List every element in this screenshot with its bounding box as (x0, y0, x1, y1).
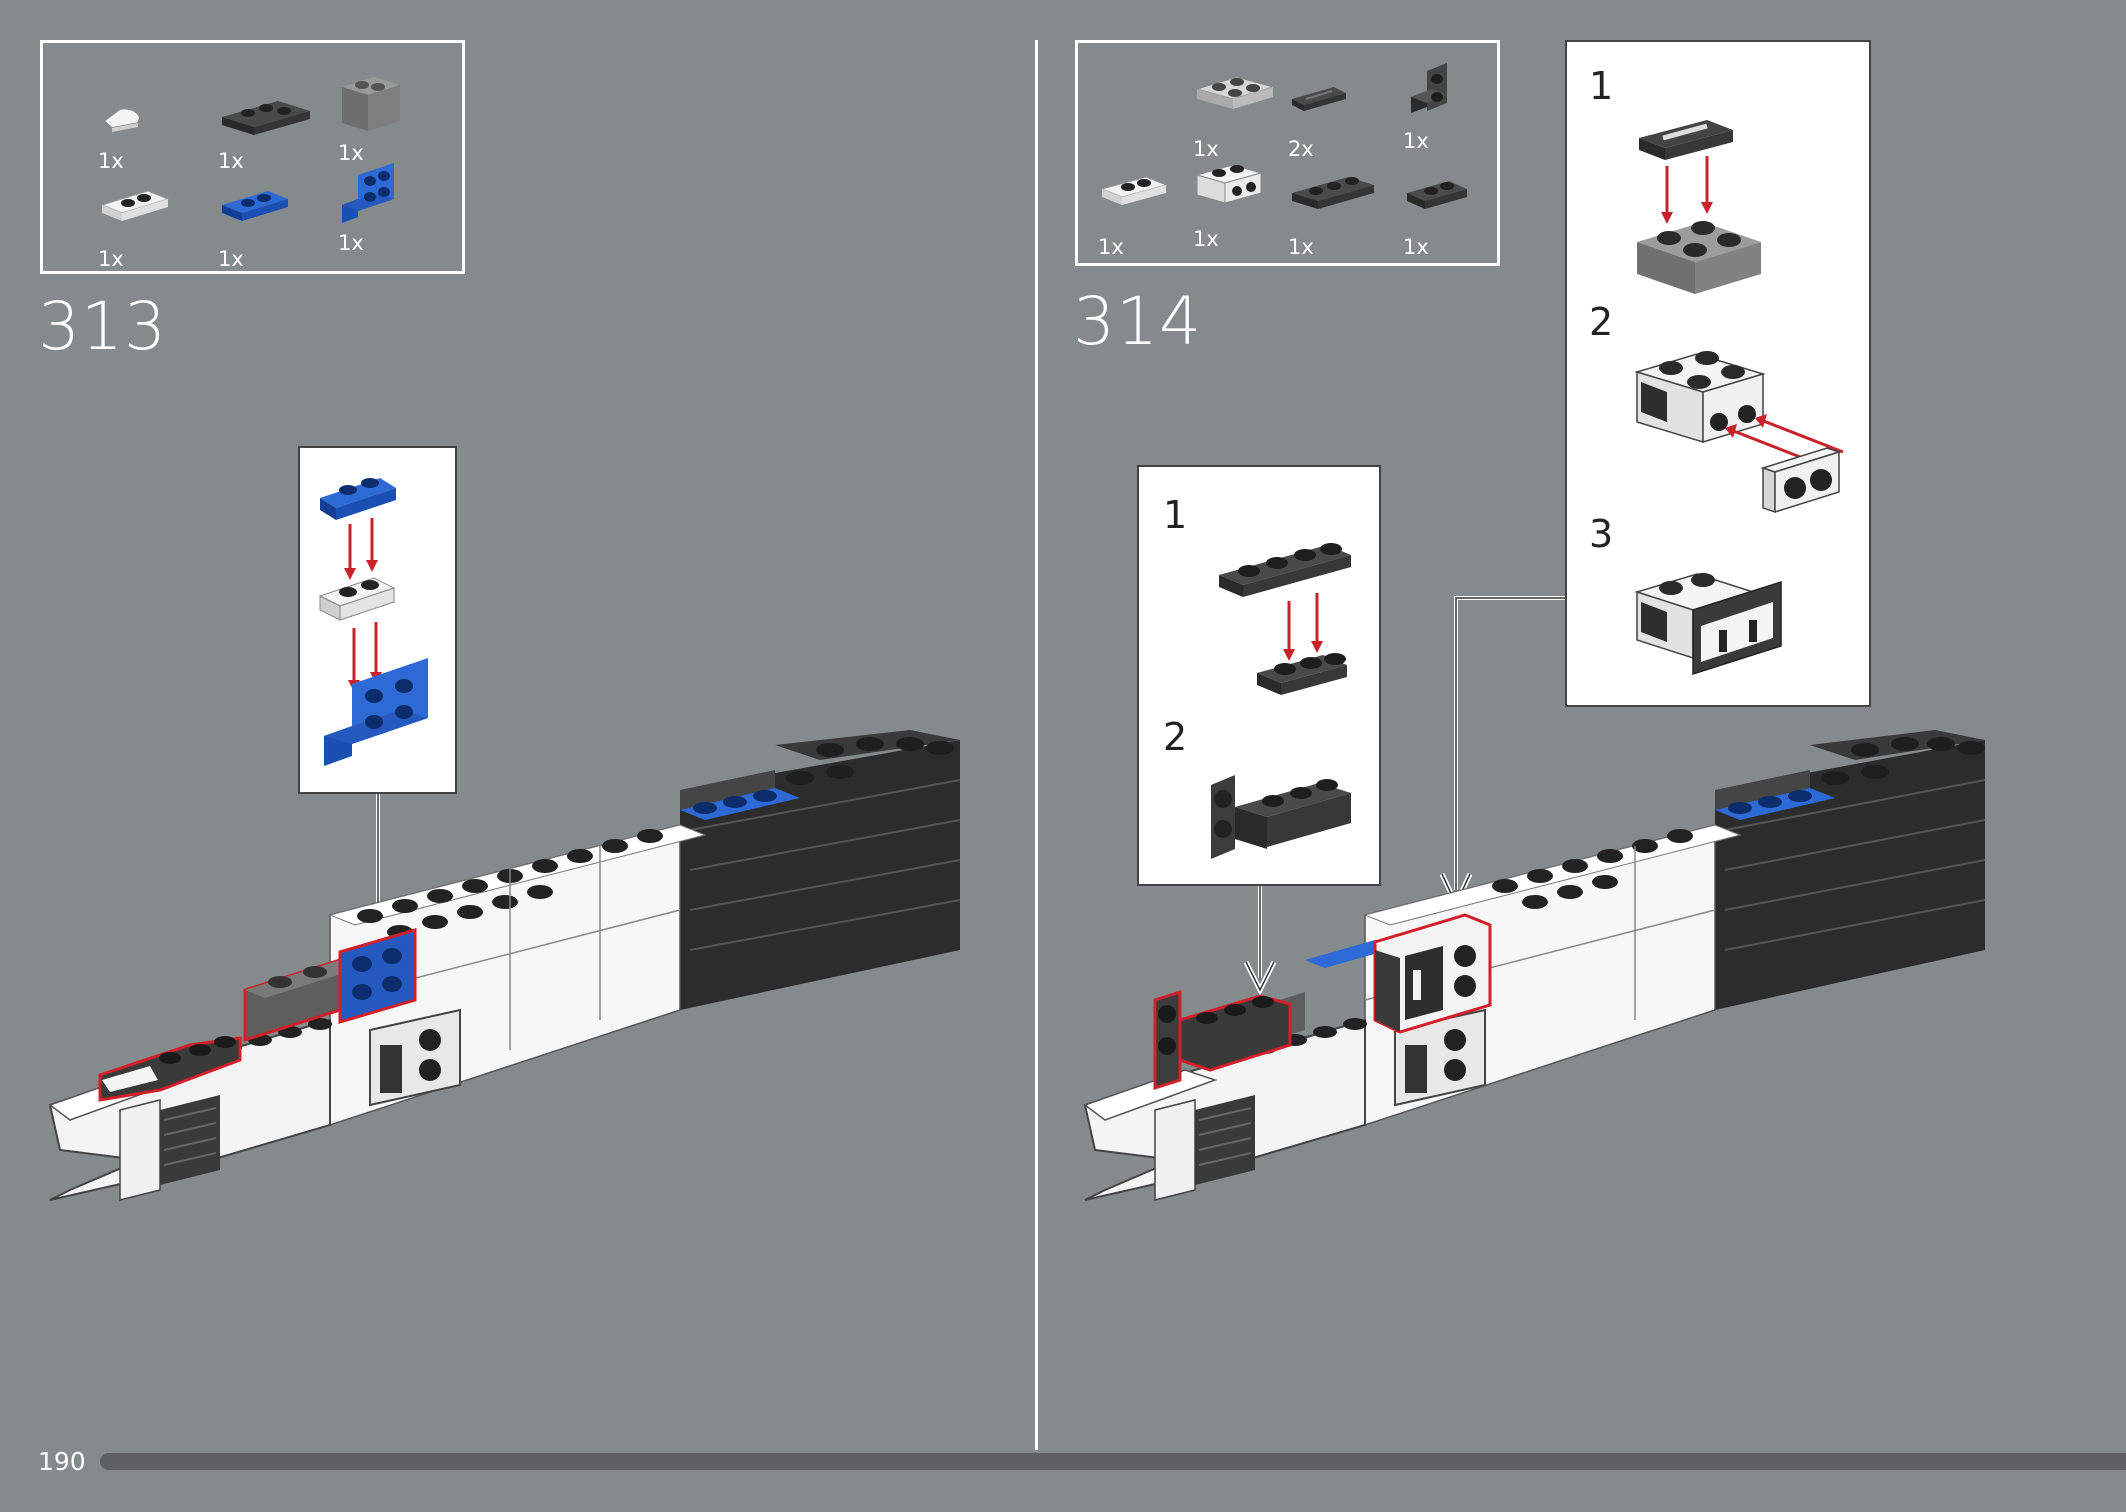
part-quantity: 2x (1288, 137, 1314, 161)
substep-number: 2 (1589, 300, 1614, 344)
dark-gray-plate-1x3-icon (1292, 177, 1374, 209)
part-quantity: 1x (338, 231, 364, 255)
white-brick-with-holes-icon (1195, 164, 1263, 204)
part-quantity: 1x (1403, 129, 1429, 153)
part-quantity: 1x (98, 247, 124, 271)
callout-a-pointer-arrow (1243, 886, 1277, 996)
substep-number: 2 (1163, 715, 1188, 759)
part-quantity: 1x (218, 247, 244, 271)
subassembly-b-diagram (1634, 120, 1844, 676)
callout-subassembly-a: 1 2 (1137, 465, 1381, 886)
part-dark-gray-plate-1x3: 1x (1288, 159, 1398, 259)
gray-brick-1x2-icon (342, 77, 400, 131)
part-blue-plate-1x2: 1x (218, 171, 328, 271)
dark-gray-plate-1x2-icon (1407, 181, 1467, 209)
step-number-313: 313 (38, 288, 167, 365)
part-quantity: 1x (218, 149, 244, 173)
dark-gray-tile-grille-icon (1292, 87, 1346, 111)
part-white-quarter-tile: 1x (98, 73, 208, 173)
part-light-gray-plate-2x2: 1x (1193, 61, 1303, 161)
white-plate-1x2-icon (1100, 176, 1168, 205)
parts-list-step-314: 1x 2x 1x 1x 1x (1075, 40, 1500, 266)
part-quantity: 1x (1403, 235, 1429, 259)
light-gray-plate-2x2-icon (1195, 76, 1275, 109)
part-white-plate-1x2: 1x (1098, 159, 1208, 259)
part-dark-gray-plate-1x2: 1x (1403, 159, 1513, 259)
part-white-brick-with-holes: 1x (1193, 151, 1303, 251)
dark-gray-plate-1x3-icon (222, 101, 310, 135)
part-quantity: 1x (1193, 227, 1219, 251)
parts-list-step-313: 1x 1x 1x 1x (40, 40, 465, 274)
dark-gray-bracket-icon (1411, 63, 1447, 113)
part-quantity: 1x (1288, 235, 1314, 259)
substep-number: 1 (1163, 493, 1188, 537)
part-dark-gray-bracket: 1x (1403, 53, 1513, 153)
progress-bar (100, 1453, 2126, 1470)
model-assembly-step-314 (1083, 730, 1986, 1201)
substep-number: 3 (1589, 512, 1614, 556)
callout-subassembly-b: 1 2 3 (1565, 40, 1871, 707)
part-quantity: 1x (1098, 235, 1124, 259)
white-quarter-round-tile-icon (102, 107, 141, 132)
part-blue-bracket: 1x (338, 155, 448, 255)
white-plate-1x2-icon (100, 190, 170, 221)
part-quantity: 1x (98, 149, 124, 173)
page-number: 190 (38, 1447, 86, 1476)
callout-step-313 (298, 446, 457, 794)
part-quantity: 1x (1193, 137, 1219, 161)
blue-bracket-icon (342, 163, 394, 223)
subassembly-a-diagram (1211, 543, 1351, 859)
substep-number: 1 (1589, 64, 1614, 108)
part-quantity: 1x (338, 141, 364, 165)
page-divider (1035, 40, 1038, 1450)
model-assembly-step-313 (48, 730, 961, 1201)
part-dark-gray-tile-grille: 2x (1288, 61, 1398, 161)
step-number-314: 314 (1073, 283, 1202, 360)
part-white-plate-1x2: 1x (98, 171, 208, 271)
blue-plate-1x2-icon (222, 191, 288, 221)
part-gray-brick-1x2: 1x (338, 65, 448, 165)
blue-bracket-assembly-diagram (318, 478, 428, 766)
part-dark-gray-plate-1x3: 1x (218, 73, 328, 173)
